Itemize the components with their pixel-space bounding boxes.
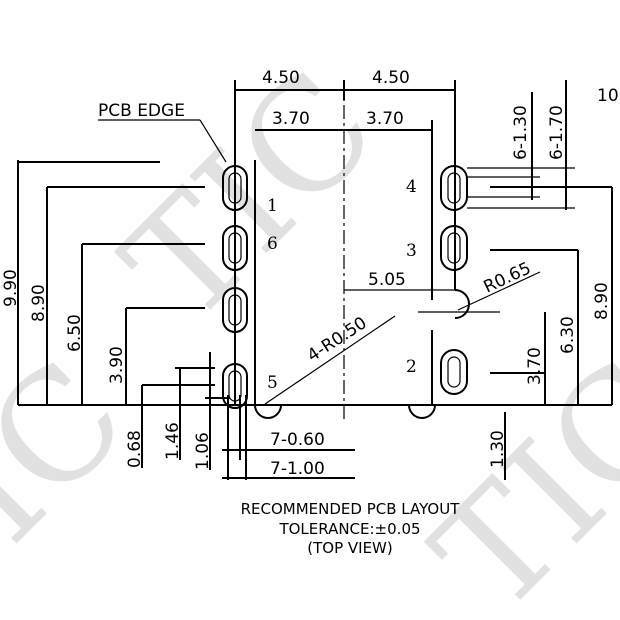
watermark-text-2: TIC <box>0 329 159 620</box>
dim-bottom-1-46: 1.46 <box>163 422 183 460</box>
pad-6 <box>222 225 248 271</box>
pad-4 <box>440 165 468 211</box>
dim-bottom-0-68: 0.68 <box>125 430 145 468</box>
notch-arc-r065 <box>454 289 470 319</box>
dim-inner-left: 3.70 <box>272 109 310 129</box>
dim-slot-long: 6-1.70 <box>547 105 567 160</box>
dim-bottom-1-06: 1.06 <box>193 432 213 470</box>
caption-line-2: TOLERANCE:±0.05 <box>278 520 420 538</box>
dim-top-right: 4.50 <box>372 68 410 88</box>
dim-left-3-90: 3.90 <box>107 346 127 384</box>
dim-center-5-05: 5.05 <box>368 270 406 290</box>
top-dimensions: 4.50 4.50 3.70 3.70 <box>234 68 456 160</box>
slot-dimensions: 6-1.30 6-1.70 10. <box>467 80 620 210</box>
left-dimensions: 9.90 8.90 6.50 3.90 <box>1 160 205 405</box>
pin-3-label: 3 <box>406 241 417 261</box>
pin-6-label: 6 <box>267 234 278 254</box>
caption: RECOMMENDED PCB LAYOUT TOLERANCE:±0.05 (… <box>241 500 461 557</box>
pin-labels: 1 6 5 4 3 2 <box>267 177 417 393</box>
dim-top-left: 4.50 <box>262 68 300 88</box>
pin-4-label: 4 <box>406 177 417 197</box>
bottom-dimensions: 0.68 1.46 1.06 7-0.60 7-1.00 1.30 <box>125 352 508 480</box>
dim-bottom-7-100: 7-1.00 <box>270 459 325 479</box>
caption-line-3: (TOP VIEW) <box>307 539 392 557</box>
dim-slot-short: 6-1.30 <box>511 105 531 160</box>
dim-right-6-30: 6.30 <box>558 316 578 354</box>
dim-left-6-50: 6.50 <box>65 314 85 352</box>
dim-left-8-90: 8.90 <box>29 284 49 322</box>
corner-label: 10. <box>597 86 620 106</box>
center-dimensions: 5.05 R0.65 4-R0.50 <box>264 258 541 405</box>
right-dimensions: 8.90 6.30 3.70 <box>490 186 613 405</box>
notch-arc-right <box>408 404 436 419</box>
pad-3 <box>440 225 468 271</box>
dim-left-9-90: 9.90 <box>1 269 21 307</box>
pin-1-label: 1 <box>267 196 278 216</box>
pcb-edge-callout: PCB EDGE <box>98 101 227 163</box>
pad-2 <box>440 349 468 395</box>
pads-left <box>222 165 248 409</box>
caption-line-1: RECOMMENDED PCB LAYOUT <box>241 500 461 518</box>
dim-right-3-70: 3.70 <box>525 347 545 385</box>
pcb-edge-label: PCB EDGE <box>98 101 185 121</box>
pad-5 <box>222 363 248 409</box>
dim-inner-right: 3.70 <box>366 109 404 129</box>
pad-1 <box>222 165 248 211</box>
pads-right <box>440 165 468 395</box>
dim-bottom-7-060: 7-0.60 <box>270 430 325 450</box>
pin-5-label: 5 <box>267 373 278 393</box>
dim-right-8-90: 8.90 <box>592 282 612 320</box>
dim-bottom-1-30: 1.30 <box>488 430 508 468</box>
notch-arc-left <box>254 404 282 419</box>
pad-middle-left <box>222 287 248 333</box>
pin-2-label: 2 <box>406 357 417 377</box>
